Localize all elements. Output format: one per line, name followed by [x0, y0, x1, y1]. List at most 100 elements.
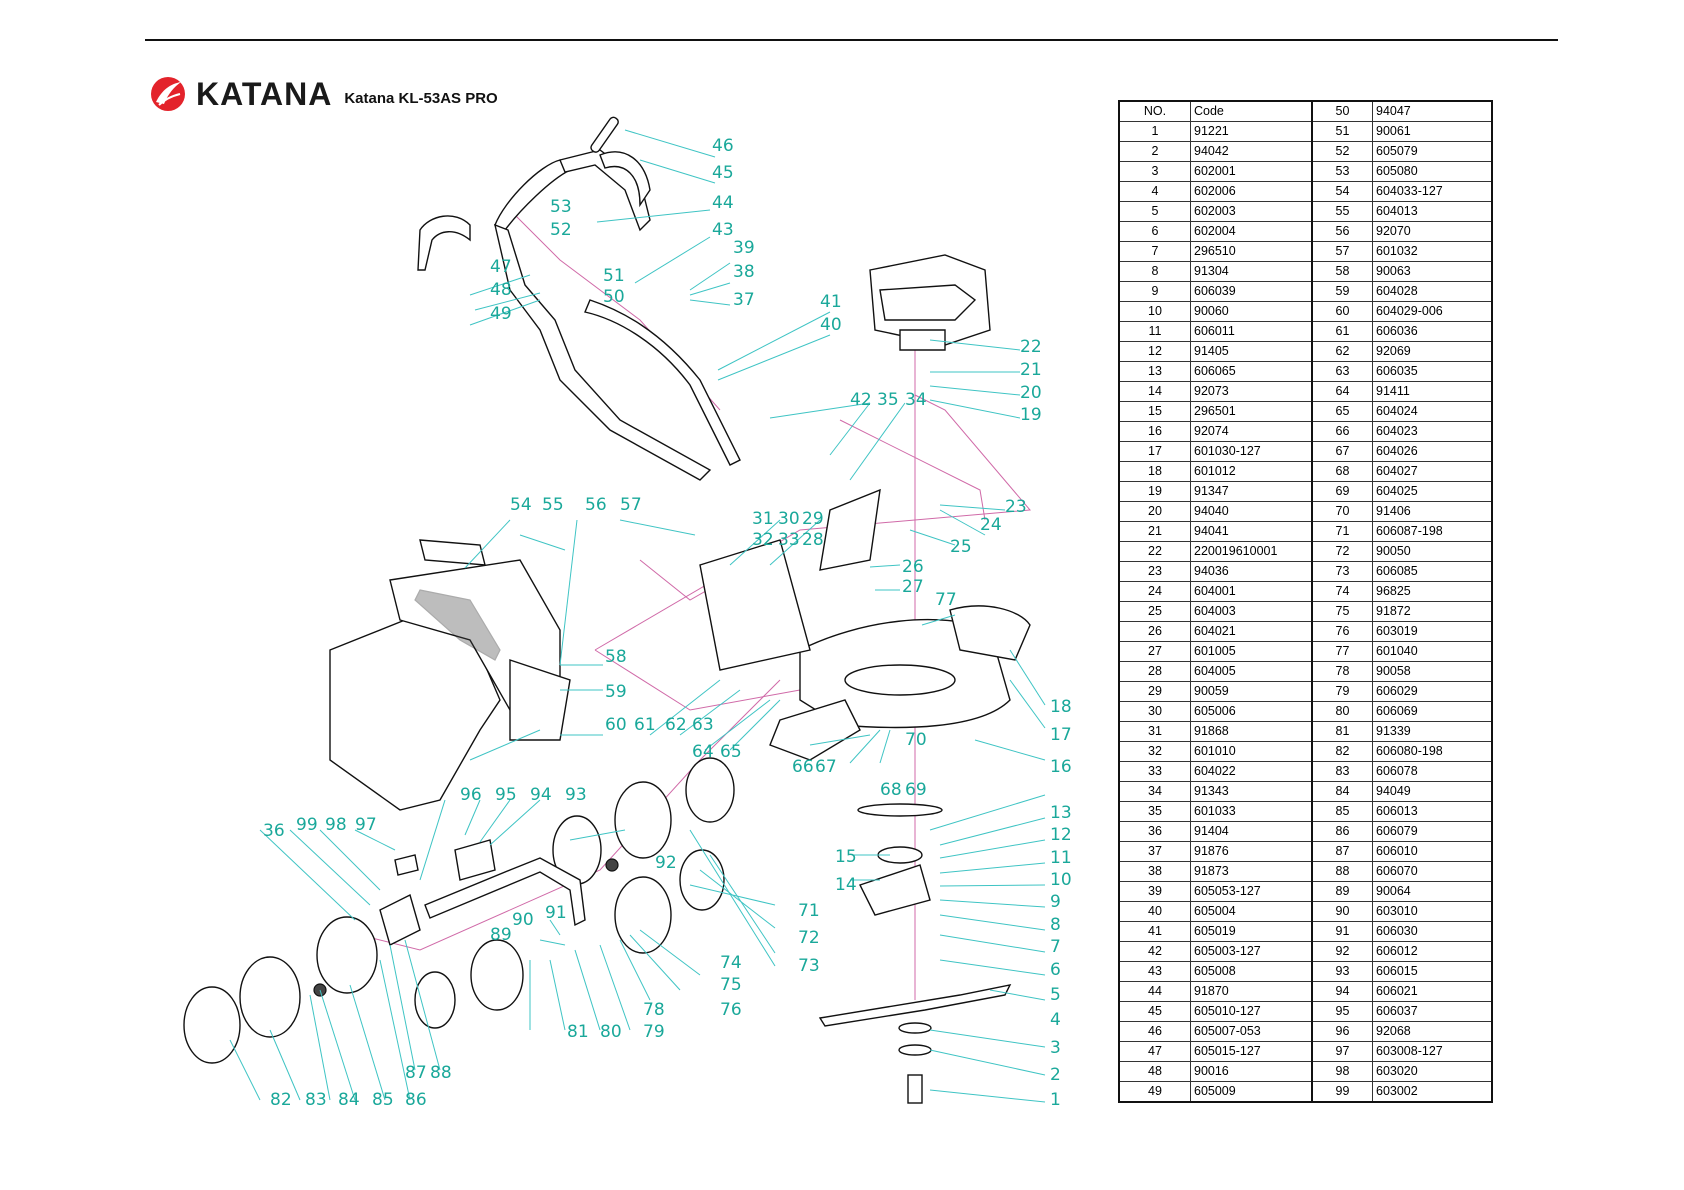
part-code: 92070	[1372, 221, 1493, 242]
part-no: 96	[1311, 1021, 1373, 1042]
axle-assembly	[379, 839, 586, 947]
leader-lines	[229, 129, 1046, 1103]
callout-33: 33	[778, 530, 800, 550]
callout-26: 26	[902, 557, 924, 577]
part-code: 606021	[1372, 981, 1493, 1002]
callout-8: 8	[1050, 915, 1061, 935]
part-no: 39	[1118, 881, 1191, 902]
part-code: 91347	[1190, 481, 1313, 502]
part-no: 68	[1311, 461, 1373, 482]
part-no: 88	[1311, 861, 1373, 882]
callout-36: 36	[263, 821, 285, 841]
part-no: 12	[1118, 341, 1191, 362]
callout-21: 21	[1020, 360, 1042, 380]
part-code: 604033-127	[1372, 181, 1493, 202]
part-no: 58	[1311, 261, 1373, 282]
part-code: 602006	[1190, 181, 1313, 202]
part-code: 91406	[1372, 501, 1493, 522]
callout-11: 11	[1050, 848, 1072, 868]
part-no: 18	[1118, 461, 1191, 482]
part-code: 603019	[1372, 621, 1493, 642]
part-no: 62	[1311, 341, 1373, 362]
part-no: 31	[1118, 721, 1191, 742]
part-code: 606013	[1372, 801, 1493, 822]
part-no: 45	[1118, 1001, 1191, 1022]
part-code: 606030	[1372, 921, 1493, 942]
callout-43: 43	[712, 220, 734, 240]
part-no: 98	[1311, 1061, 1373, 1082]
callout-92: 92	[655, 853, 677, 873]
callout-99: 99	[296, 815, 318, 835]
callout-97: 97	[355, 815, 377, 835]
part-code: 90058	[1372, 661, 1493, 682]
part-code: 604021	[1190, 621, 1313, 642]
part-code: 604026	[1372, 441, 1493, 462]
part-code: 296510	[1190, 241, 1313, 262]
callout-47: 47	[490, 257, 512, 277]
callout-2: 2	[1050, 1065, 1061, 1085]
part-no: 69	[1311, 481, 1373, 502]
callout-46: 46	[712, 136, 734, 156]
part-no: 61	[1311, 321, 1373, 342]
part-code: 91873	[1190, 861, 1313, 882]
part-no: 32	[1118, 741, 1191, 762]
part-no: 36	[1118, 821, 1191, 842]
part-no: 82	[1311, 741, 1373, 762]
grass-catcher	[329, 539, 571, 811]
brand-name: KATANA	[196, 75, 333, 112]
callout-31: 31	[752, 509, 774, 529]
callout-14: 14	[835, 875, 857, 895]
part-no: 3	[1118, 161, 1191, 182]
table-header-row: NO. Code 50 94047	[1118, 100, 1493, 122]
callout-68: 68	[880, 780, 902, 800]
part-no: 97	[1311, 1041, 1373, 1062]
part-no: 25	[1118, 601, 1191, 622]
part-no: 26	[1118, 621, 1191, 642]
callout-35: 35	[877, 390, 899, 410]
part-no: 56	[1311, 221, 1373, 242]
part-no: 16	[1118, 421, 1191, 442]
katana-logo-icon	[151, 77, 185, 111]
callout-84: 84	[338, 1090, 360, 1110]
part-no: 20	[1118, 501, 1191, 522]
part-code: 604003	[1190, 601, 1313, 622]
part-code: 606069	[1372, 701, 1493, 722]
part-code: 91870	[1190, 981, 1313, 1002]
callout-89: 89	[490, 925, 512, 945]
part-no: 59	[1311, 281, 1373, 302]
part-code: 604005	[1190, 661, 1313, 682]
callout-13: 13	[1050, 803, 1072, 823]
part-no: 42	[1118, 941, 1191, 962]
part-code: 606065	[1190, 361, 1313, 382]
part-no: 93	[1311, 961, 1373, 982]
part-code: 603010	[1372, 901, 1493, 922]
part-code: 91221	[1190, 121, 1313, 142]
part-no: 78	[1311, 661, 1373, 682]
callout-32: 32	[752, 530, 774, 550]
callout-74: 74	[720, 953, 742, 973]
callout-56: 56	[585, 495, 607, 515]
part-code: 91876	[1190, 841, 1313, 862]
callout-25: 25	[950, 537, 972, 557]
part-no: 1	[1118, 121, 1191, 142]
callout-51: 51	[603, 266, 625, 286]
part-no: 21	[1118, 521, 1191, 542]
callout-39: 39	[733, 238, 755, 258]
callout-6: 6	[1050, 960, 1061, 980]
part-code: 601032	[1372, 241, 1493, 262]
callout-96: 96	[460, 785, 482, 805]
